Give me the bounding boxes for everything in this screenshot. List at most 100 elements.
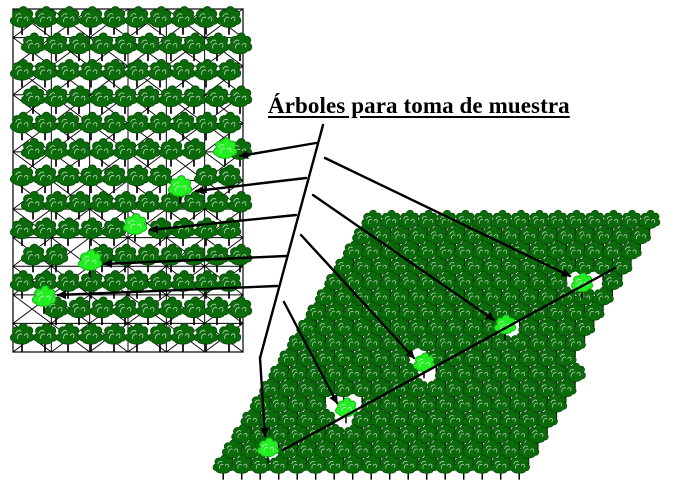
tree-icon [193,322,219,352]
tree-icon [9,6,35,35]
tree-icon [444,316,466,342]
tree-icon [406,439,429,465]
tree-icon [78,322,104,352]
tree-icon [20,138,46,167]
tree-icon [43,243,69,273]
tree-icon [78,6,104,35]
tree-icon [112,190,138,220]
tree-icon [249,454,271,480]
tree-icon [518,347,540,373]
tree-icon [20,85,46,114]
tree-icon [101,58,127,88]
tree-icon [9,164,35,194]
tree-icon [332,439,355,465]
tree-icon [351,316,374,342]
tree-icon [101,217,127,246]
tree-icon [9,322,35,352]
tree-icon [416,454,438,480]
tree-icon [101,164,127,194]
tree-icon [227,243,253,273]
tree-icon [170,270,196,299]
tree-icon [564,362,586,388]
tree-icon [193,164,219,194]
tree-icon [333,316,355,342]
tree-icon [170,322,196,352]
tree-icon [158,138,184,167]
arrow-icon [323,156,572,278]
tree-icon [361,209,383,235]
tree-icon [527,393,549,419]
right-plot-trees [212,209,661,480]
sample-tree-icon [494,314,517,341]
tree-icon [147,164,173,194]
tree-icon [379,454,401,480]
transect-line [281,266,617,452]
tree-icon [508,454,530,480]
tree-icon [20,190,46,220]
tree-icon [66,138,92,167]
tree-icon [55,164,81,194]
tree-icon [89,296,115,326]
tree-icon [397,454,419,480]
arrow-icon [282,300,339,405]
tree-icon [112,296,138,326]
sample-tree-icon [212,137,238,166]
tree-icon [216,58,242,88]
tree-icon [379,209,402,235]
tree-icon [101,6,127,35]
tree-icon [43,190,69,220]
arrow-icon [102,254,288,269]
tree-icon [181,190,207,220]
tree-icon [66,296,92,326]
tree-icon [453,240,476,266]
arrow-icon [148,213,298,234]
tree-icon [216,322,242,352]
tree-icon [124,6,150,35]
tree-icon [227,296,253,326]
diagram-caption: Árboles para toma de muestra [268,93,570,118]
tree-icon [135,32,161,62]
tree-icon [286,454,308,480]
tree-icon [112,138,138,167]
tree-icon [620,240,642,266]
tree-icon [9,217,35,246]
tree-icon [55,6,81,35]
tree-icon [32,111,58,141]
tree-icon [204,85,230,114]
tree-icon [518,225,540,251]
tree-icon [268,454,290,480]
tree-icon [500,225,522,251]
tree-icon [101,322,127,352]
tree-icon [490,393,512,419]
tree-icon [379,362,401,388]
tree-icon [32,270,58,299]
tree-icon [546,332,568,358]
tree-icon [509,301,531,327]
arrow-icon [258,356,269,438]
tree-icon [158,243,184,273]
tree-icon [158,296,184,326]
tree-icon [193,58,219,88]
tree-icon [564,240,587,266]
sample-tree-icon [257,437,280,464]
tree-icon [527,209,550,235]
tree-icon [204,190,230,220]
tree-icon [305,454,327,480]
tree-icon [416,332,438,358]
tree-icon [204,296,230,326]
tree-icon [89,138,115,167]
tree-icon [231,454,253,480]
tree-icon [101,111,127,141]
tree-icon [55,217,81,246]
tree-icon [112,32,138,62]
tree-icon [471,454,493,480]
tree-icon [32,322,58,352]
tree-icon [9,111,35,141]
tree-icon [453,454,475,480]
arrow-icon [238,141,318,160]
tree-icon [240,439,262,465]
tree-icon [170,58,196,88]
tree-icon [193,217,219,246]
arrow-icon [56,284,279,300]
